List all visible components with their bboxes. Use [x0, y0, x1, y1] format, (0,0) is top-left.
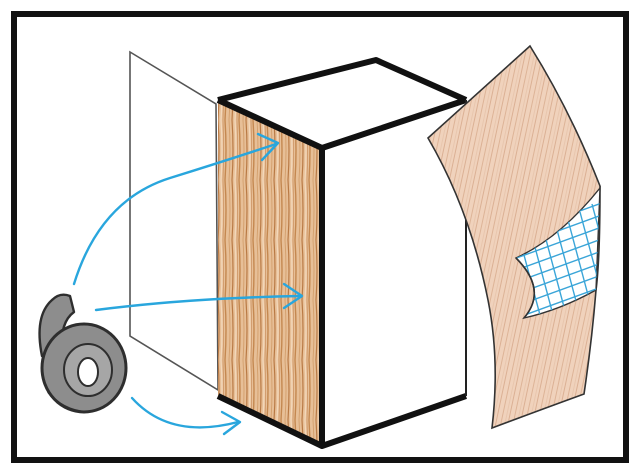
wood-sheet-icon — [426, 44, 601, 430]
arrow-icon — [94, 282, 304, 312]
cabinet-box-icon — [216, 57, 468, 449]
edge-banding-tape-roll-icon — [38, 293, 128, 414]
clear-panel — [129, 50, 219, 392]
arrow-icon — [72, 132, 280, 286]
box-front-face — [322, 100, 466, 446]
arrow-icon — [130, 396, 242, 436]
veneer-side-face — [218, 100, 322, 446]
